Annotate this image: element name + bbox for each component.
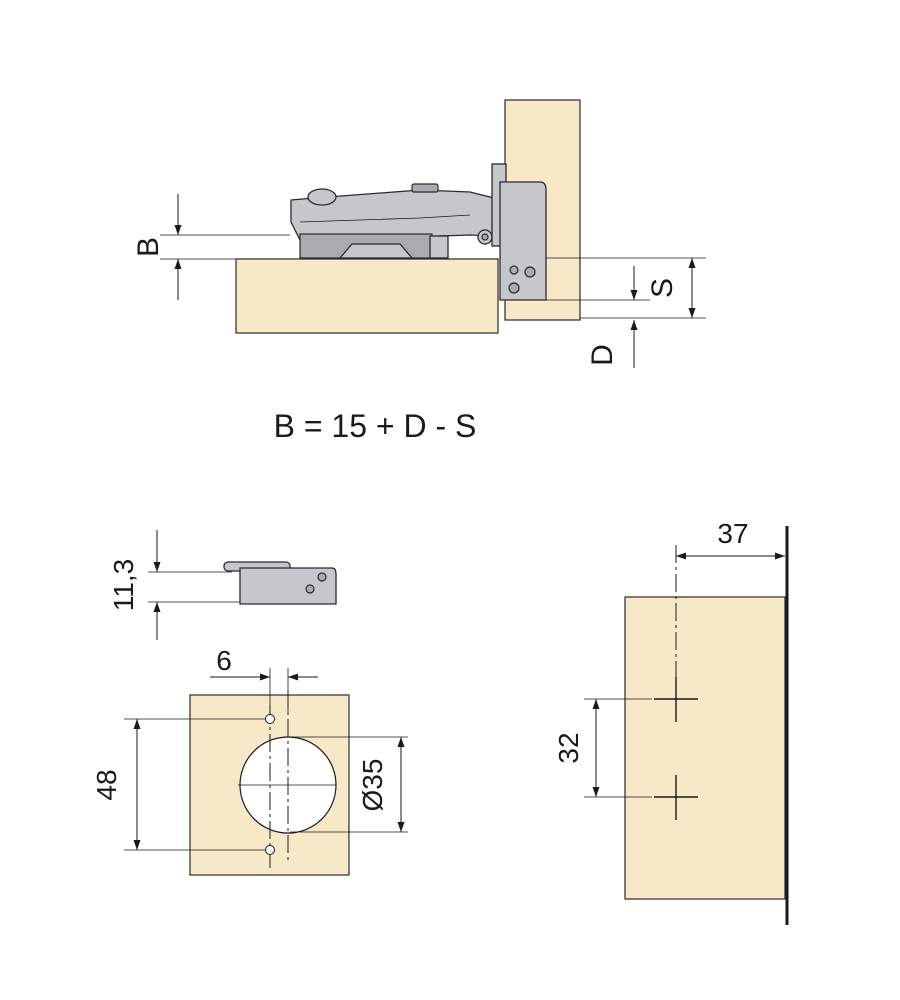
dim-offset-label: 6: [216, 645, 232, 676]
dimension-spacing: 48: [91, 718, 265, 851]
dim-d-label: D: [586, 344, 619, 366]
cup-detail: 11,3 6 48 Ø35: [91, 530, 408, 876]
dim-edge-label: 37: [717, 518, 748, 549]
dimension-s: S: [546, 257, 706, 319]
mounting-hole-top: [654, 677, 698, 722]
cup-profile: [223, 561, 337, 605]
plate-detail: 37 32: [553, 518, 789, 925]
cabinet-side-drill-panel: [624, 596, 786, 900]
formula-text: B = 15 + D - S: [274, 408, 477, 444]
dim-diameter-label: Ø35: [357, 759, 388, 812]
hinge-cup: [491, 163, 547, 301]
dim-s-label: S: [646, 278, 679, 298]
dimension-hole-spacing: 32: [553, 698, 652, 798]
dim-spacing-label: 48: [91, 769, 122, 800]
dim-height-label: 11,3: [108, 559, 139, 611]
dim-hole-spacing-label: 32: [553, 732, 584, 763]
mounting-hole-bottom: [654, 775, 698, 820]
hinge-arm: [290, 183, 495, 259]
side-view: B S D: [132, 99, 706, 368]
dimension-b: B: [132, 194, 290, 300]
dimension-height: 11,3: [108, 530, 240, 640]
dim-b-label: B: [132, 237, 165, 257]
dimension-offset: 6: [210, 645, 318, 712]
dimension-d: D: [546, 266, 650, 368]
screw-hole-bottom: [265, 845, 275, 855]
cabinet-side-panel: [235, 258, 499, 334]
screw-hole-top: [265, 714, 275, 724]
dimension-diameter: Ø35: [290, 736, 408, 833]
dimension-edge: 37: [675, 518, 785, 690]
